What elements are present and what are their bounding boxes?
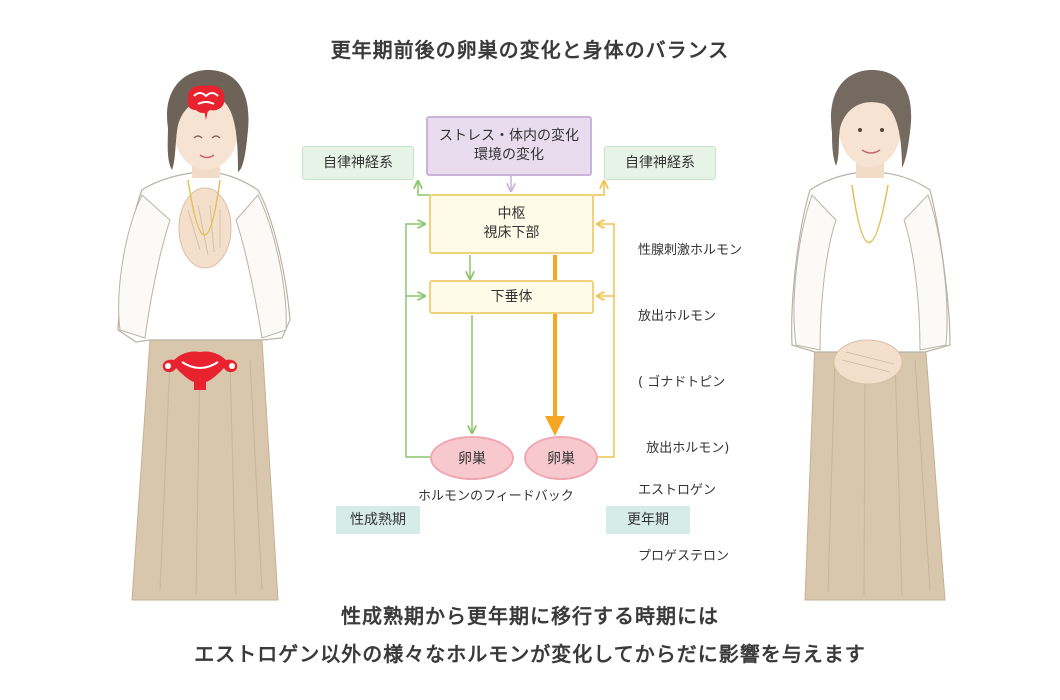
central-box: 中枢 視床下部 [429,194,594,254]
hormone-top-line4: 放出ホルモン) [638,441,730,456]
autonomic-box-left: 自律神経系 [302,146,414,180]
ovary-right: 卵巣 [524,436,598,480]
stage-right-label: 更年期 [627,511,669,528]
hormone-bottom-line1: エストロゲン [638,483,717,498]
pituitary-label: 下垂体 [490,288,533,305]
autonomic-box-right: 自律神経系 [604,146,716,180]
stage-right-badge: 更年期 [606,506,690,534]
right-woman-hair [831,70,912,168]
arrow-central-to-autonomic-left [418,182,430,196]
hormone-bottom-text: エストロゲン プロゲステロン [638,436,729,590]
ovary-left-label: 卵巣 [458,451,486,467]
stage-left-badge: 性成熟期 [336,506,420,534]
feedback-loop-right [598,224,615,458]
autonomic-right-label: 自律神経系 [625,154,695,171]
stress-box-line2: 環境の変化 [474,147,544,163]
feedback-label: ホルモンのフィードバック [418,489,574,504]
hormone-top-line1: 性腺刺激ホルモン [638,243,743,258]
central-box-line1: 中枢 [497,206,526,222]
ovary-left: 卵巣 [430,436,514,480]
pituitary-box: 下垂体 [429,280,594,314]
hormone-bottom-line2: プロゲステロン [638,549,730,564]
stress-box: ストレス・体内の変化 環境の変化 [426,116,592,176]
caption-line1: 性成熟期から更年期に移行する時期には [341,604,719,628]
left-woman-face [174,90,238,170]
stage-left-label: 性成熟期 [350,511,406,528]
hormone-top-line2: 放出ホルモン [638,309,717,324]
hormone-top-line3: ( ゴナドトピン [638,375,726,390]
stress-box-line1: ストレス・体内の変化 [439,128,579,144]
feedback-loop-left [405,224,430,458]
uterus-icon [162,351,238,390]
autonomic-left-label: 自律神経系 [323,154,393,171]
hormone-top-text: 性腺刺激ホルモン 放出ホルモン ( ゴナドトピン 放出ホルモン) [638,196,742,482]
arrow-central-to-autonomic-right [593,182,604,196]
page-title: 更年期前後の卵巣の変化と身体のバランス [330,38,730,62]
caption-line2: エストロゲン以外の様々なホルモンが変化してからだに影響を与えます [194,642,866,666]
left-woman-hair [167,70,249,172]
right-woman-face [839,89,901,167]
ovary-right-label: 卵巣 [547,451,575,467]
central-box-line2: 視床下部 [483,225,540,241]
brain-icon [187,85,225,120]
